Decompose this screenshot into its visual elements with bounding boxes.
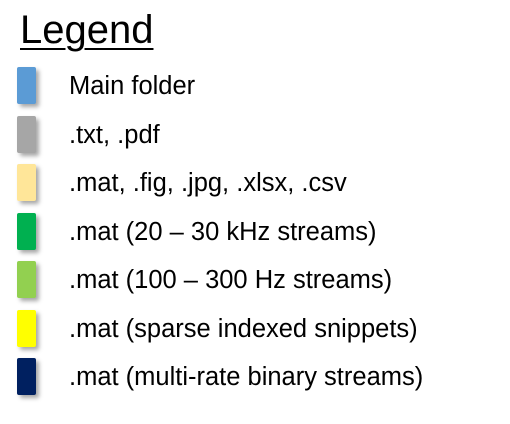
legend-item-label: .mat (20 – 30 kHz streams) xyxy=(69,217,377,246)
legend-title: Legend xyxy=(20,8,154,52)
legend-item-label: .mat (100 – 300 Hz streams) xyxy=(69,266,393,294)
legend-item-binary-streams: .mat (multi-rate binary streams) xyxy=(0,357,510,406)
color-swatch xyxy=(17,212,36,250)
legend-item-main-folder: Main folder xyxy=(0,66,510,115)
legend-item-khz-streams: .mat (20 – 30 kHz streams) xyxy=(0,212,510,261)
legend-item-label: Main folder xyxy=(69,72,196,100)
color-swatch xyxy=(17,261,36,298)
legend-item-hz-streams: .mat (100 – 300 Hz streams) xyxy=(0,260,510,309)
color-swatch xyxy=(17,115,36,153)
legend-item-label: .mat, .fig, .jpg, .xlsx, .csv xyxy=(69,169,347,197)
legend-item-label: .mat (sparse indexed snippets) xyxy=(69,314,418,343)
color-swatch xyxy=(17,67,36,104)
legend-item-label: .mat (multi-rate binary streams) xyxy=(69,363,424,391)
legend-item-sparse-snippets: .mat (sparse indexed snippets) xyxy=(0,309,510,358)
legend-item-label: .txt, .pdf xyxy=(69,120,160,149)
color-swatch xyxy=(17,309,36,347)
color-swatch xyxy=(17,358,36,395)
color-swatch xyxy=(17,164,36,201)
legend-item-txt-pdf: .txt, .pdf xyxy=(0,115,510,164)
legend-item-mat-fig-jpg: .mat, .fig, .jpg, .xlsx, .csv xyxy=(0,163,510,212)
legend-list: Main folder .txt, .pdf .mat, .fig, .jpg,… xyxy=(0,66,510,406)
